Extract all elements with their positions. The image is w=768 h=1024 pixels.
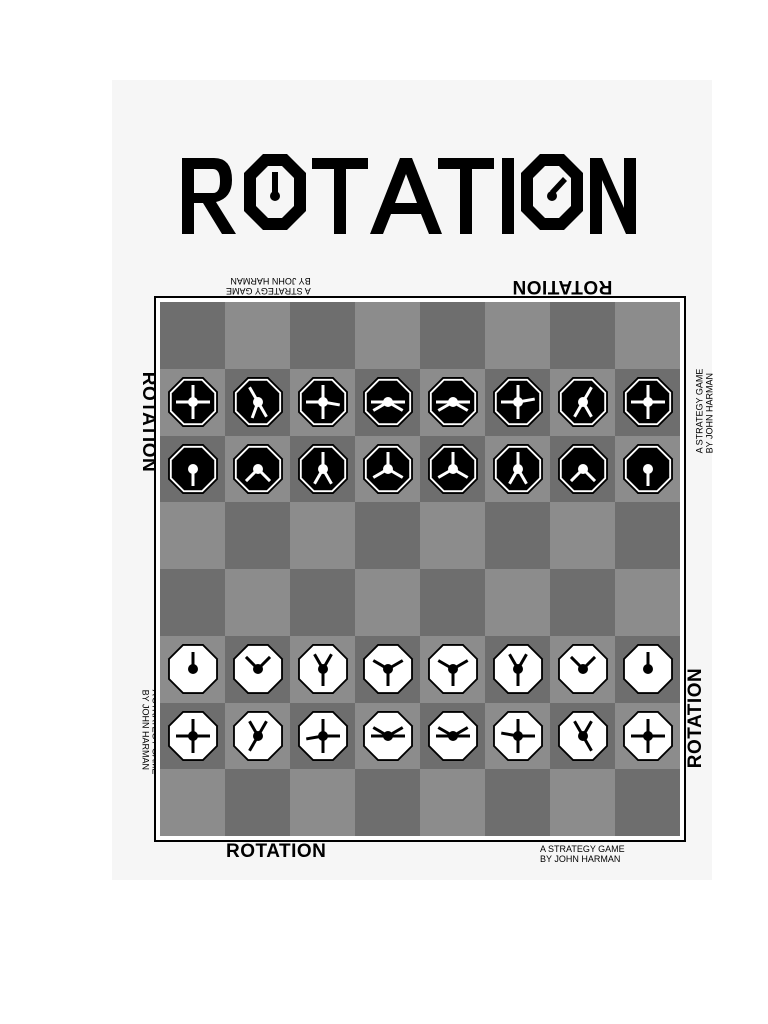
board-square[interactable] — [550, 769, 615, 836]
white-piece[interactable] — [165, 708, 221, 764]
white-piece[interactable] — [230, 708, 286, 764]
board-square[interactable] — [290, 502, 355, 569]
board-square[interactable] — [615, 302, 680, 369]
board-square[interactable] — [485, 569, 550, 636]
board-square[interactable] — [485, 769, 550, 836]
board-square[interactable] — [550, 569, 615, 636]
black-piece[interactable] — [165, 441, 221, 497]
board-square[interactable] — [290, 569, 355, 636]
black-piece[interactable] — [425, 441, 481, 497]
white-piece[interactable] — [555, 708, 611, 764]
credit-line-1: A STRATEGY GAME — [540, 844, 625, 854]
board-logo-top: ROTATION — [512, 276, 613, 297]
board-square[interactable] — [355, 769, 420, 836]
black-piece[interactable] — [295, 441, 351, 497]
board-square[interactable] — [420, 769, 485, 836]
black-piece[interactable] — [620, 374, 676, 430]
white-piece[interactable] — [360, 641, 416, 697]
board-square[interactable] — [290, 769, 355, 836]
white-piece[interactable] — [165, 641, 221, 697]
board-square[interactable] — [355, 502, 420, 569]
white-piece[interactable] — [295, 641, 351, 697]
black-piece[interactable] — [620, 441, 676, 497]
black-piece[interactable] — [360, 441, 416, 497]
board-credit-top: A STRATEGY GAME BY JOHN HARMAN — [226, 276, 311, 296]
board-square[interactable] — [550, 502, 615, 569]
title-logo — [182, 154, 636, 234]
board-square[interactable] — [355, 569, 420, 636]
white-piece[interactable] — [620, 641, 676, 697]
board-square[interactable] — [550, 302, 615, 369]
board-square[interactable] — [225, 302, 290, 369]
board-square[interactable] — [225, 569, 290, 636]
white-piece[interactable] — [555, 641, 611, 697]
board-logo-bottom: ROTATION — [226, 841, 327, 862]
board-square[interactable] — [160, 569, 225, 636]
white-piece[interactable] — [425, 708, 481, 764]
board-square[interactable] — [420, 502, 485, 569]
board-square[interactable] — [420, 302, 485, 369]
board-logo-right: ROTATION — [685, 667, 707, 769]
white-piece[interactable] — [295, 708, 351, 764]
credit-line-1: A STRATEGY GAME — [694, 368, 705, 454]
board-credit-right: A STRATEGY GAME BY JOHN HARMAN — [694, 369, 714, 454]
board-square[interactable] — [485, 302, 550, 369]
white-piece[interactable] — [230, 641, 286, 697]
black-piece[interactable] — [555, 441, 611, 497]
board-square[interactable] — [615, 502, 680, 569]
white-piece[interactable] — [620, 708, 676, 764]
black-piece[interactable] — [360, 374, 416, 430]
black-piece[interactable] — [165, 374, 221, 430]
board-square[interactable] — [485, 502, 550, 569]
board-credit-bottom: A STRATEGY GAME BY JOHN HARMAN — [540, 844, 625, 864]
black-piece[interactable] — [295, 374, 351, 430]
white-piece[interactable] — [490, 708, 546, 764]
black-piece[interactable] — [490, 374, 546, 430]
board-square[interactable] — [420, 569, 485, 636]
board-square[interactable] — [225, 769, 290, 836]
board-square[interactable] — [615, 769, 680, 836]
white-piece[interactable] — [490, 641, 546, 697]
white-piece[interactable] — [360, 708, 416, 764]
board-square[interactable] — [615, 569, 680, 636]
board-square[interactable] — [160, 502, 225, 569]
board-square[interactable] — [290, 302, 355, 369]
board-square[interactable] — [225, 502, 290, 569]
black-piece[interactable] — [230, 441, 286, 497]
credit-line-1: A STRATEGY GAME — [226, 286, 311, 296]
black-piece[interactable] — [425, 374, 481, 430]
board-square[interactable] — [160, 302, 225, 369]
black-piece[interactable] — [490, 441, 546, 497]
credit-line-2: BY JOHN HARMAN — [140, 689, 151, 771]
game-board — [160, 302, 680, 836]
credit-line-2: BY JOHN HARMAN — [230, 276, 311, 286]
white-piece[interactable] — [425, 641, 481, 697]
credit-line-2: BY JOHN HARMAN — [704, 372, 715, 454]
credit-line-2: BY JOHN HARMAN — [540, 854, 621, 864]
board-square[interactable] — [355, 302, 420, 369]
black-piece[interactable] — [555, 374, 611, 430]
board-square[interactable] — [160, 769, 225, 836]
black-piece[interactable] — [230, 374, 286, 430]
